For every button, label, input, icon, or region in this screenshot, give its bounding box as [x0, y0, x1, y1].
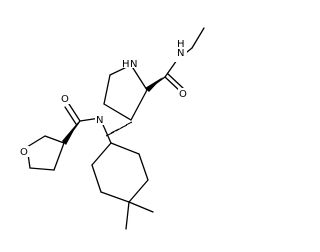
dimethylcyclohexyl-ring [91, 142, 154, 230]
stereo-wedge-right [145, 77, 163, 92]
molecule-structure: H N N H O O N O [19, 27, 205, 230]
atom-h-nh: H [122, 59, 130, 70]
stereo-wedge-left [62, 121, 79, 145]
atom-labels: H N N H O O N O [19, 39, 188, 158]
atom-o-carbonyl-right: O [179, 89, 187, 100]
atom-o-thf: O [20, 147, 28, 158]
atom-n-ring: N [130, 59, 137, 70]
atom-n-central: N [96, 115, 103, 126]
atom-h-ethyl-amide: H [177, 39, 185, 50]
atom-n-ethyl-amide: N [177, 48, 184, 59]
thf-ring [26, 135, 65, 171]
stereo-hash-bond [105, 121, 133, 137]
pyrrolidine-ring [103, 64, 148, 121]
atom-o-carbonyl-left: O [61, 94, 69, 105]
